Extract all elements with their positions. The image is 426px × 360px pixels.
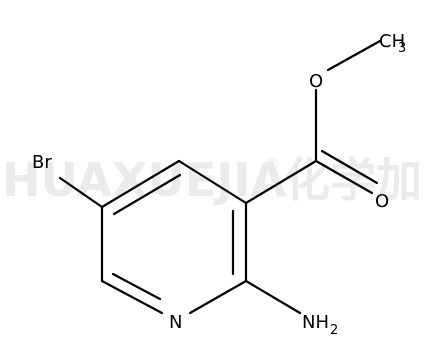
atom-amino-subscript: 2	[330, 323, 338, 338]
atom-labels: Br N NH 2 O O CH 3	[32, 31, 406, 338]
watermark: HUAXUEJIA ® 化学加	[2, 153, 422, 207]
watermark-registered: ®	[264, 155, 280, 174]
bond-c2-nh2	[244, 279, 302, 315]
atom-br: Br	[32, 152, 52, 173]
bond-n1-c6-inner	[111, 272, 162, 301]
bond-c3-carbonyl	[244, 159, 318, 205]
bond-carbonyl-o-double-b	[320, 149, 379, 185]
bond-c5-br	[58, 176, 104, 209]
watermark-cjk: 化学加	[284, 153, 422, 207]
atom-ring-n: N	[169, 312, 182, 333]
bond-c2-n1	[188, 279, 248, 315]
atom-amino-n: NH	[302, 312, 329, 333]
bond-c5-c4-inner	[112, 173, 182, 216]
atom-ester-o: O	[309, 71, 323, 92]
bond-o-methyl	[326, 39, 382, 72]
bond-carbonyl-o-double-a	[314, 159, 374, 195]
atom-methyl-c: CH	[379, 31, 405, 52]
atom-carbonyl-o: O	[375, 191, 389, 212]
bonds	[58, 39, 382, 315]
bond-c4-c3	[177, 159, 248, 205]
bond-n1-c6	[100, 279, 164, 315]
bond-c5-c4	[100, 159, 181, 209]
atom-methyl-subscript: 3	[398, 41, 406, 56]
